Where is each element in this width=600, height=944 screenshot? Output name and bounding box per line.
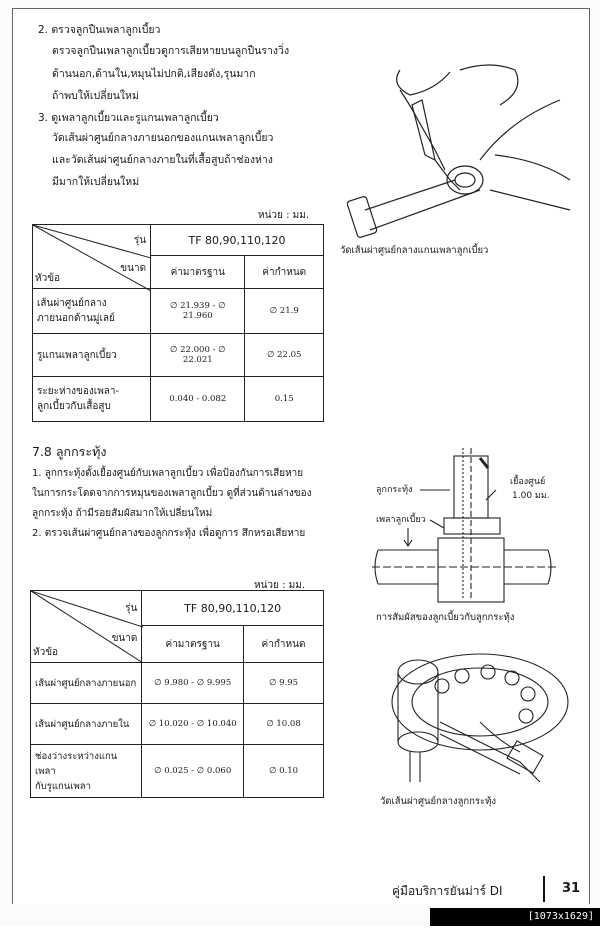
- table1-row1-limit: ∅ 21.9: [244, 288, 324, 334]
- table2-model-value: TF 80,90,110,120: [141, 590, 324, 626]
- table1-model-label: รุ่น: [133, 235, 147, 246]
- table2-row3-item: ช่องว่างระหว่างแกนเพลา กับรูแกนเพลา: [29, 744, 143, 798]
- footer-divider: [543, 876, 545, 902]
- item3-title: 3. ดูเพลาลูกเบี้ยวและรูแกนเพลาลูกเบี้ยว: [38, 112, 219, 124]
- table-row: เส้นผ่าศูนย์กลาง ภายนอกด้านมู่เลย์ ∅ 21.…: [31, 288, 324, 334]
- table2-row2-item: เส้นผ่าศูนย์กลางภายใน: [29, 703, 143, 745]
- item2-line3: ถ้าพบให้เปลี่ยนใหม่: [52, 90, 139, 102]
- table-row: ระยะห่างของเพลา- ลูกเบี้ยวกับเสื้อสูบ 0.…: [31, 376, 324, 422]
- table2-row2-limit: ∅ 10.08: [243, 703, 324, 745]
- tappet-measure-illustration: [391, 653, 569, 783]
- table2-unit: หน่วย : มม.: [254, 580, 305, 591]
- item3-line3: มีมากให้เปลี่ยนใหม่: [52, 176, 140, 188]
- table1-header-corner: รุ่น ขนาด หัวข้อ: [31, 224, 152, 291]
- table1-item-label: หัวข้อ: [35, 273, 61, 284]
- figure1-caption: วัดเส้นผ่าศูนย์กลางแกนเพลาลูกเบี้ยว: [340, 245, 489, 256]
- table2-row1-limit: ∅ 9.95: [243, 662, 324, 704]
- table2-row1-standard: ∅ 9.980 - ∅ 9.995: [141, 662, 245, 704]
- table1-row1-item: เส้นผ่าศูนย์กลาง ภายนอกด้านมู่เลย์: [31, 288, 152, 334]
- table2: รุ่น ขนาด หัวข้อ TF 80,90,110,120 ค่ามาต…: [29, 590, 324, 798]
- figure2-caption: การสัมผัสของลูกเบี้ยวกับลูกกระทุ้ง: [376, 612, 515, 623]
- table2-row2-standard: ∅ 10.020 - ∅ 10.040: [141, 703, 245, 745]
- table-row: เส้นผ่าศูนย์กลางภายนอก ∅ 9.980 - ∅ 9.995…: [29, 662, 324, 704]
- table2-row3-limit: ∅ 0.10: [243, 744, 324, 798]
- table1-row3-limit: 0.15: [244, 376, 324, 422]
- table1: รุ่น ขนาด หัวข้อ TF 80,90,110,120 ค่ามาต…: [31, 224, 324, 422]
- tappet-offset-diagram: [372, 448, 558, 603]
- item2-line2: ด้านนอก,ด้านใน,หมุนไม่ปกติ,เสียงดัง,รุนม…: [52, 68, 256, 80]
- item2-title: 2. ตรวจลูกปืนเพลาลูกเบี้ยว: [38, 24, 161, 36]
- label-camshaft: เพลาลูกเบี้ยว: [376, 515, 426, 525]
- table1-row3-item: ระยะห่างของเพลา- ลูกเบี้ยวกับเสื้อสูบ: [31, 376, 152, 422]
- figure3-caption: วัดเส้นผ่าศูนย์กลางลูกกระทุ้ง: [380, 796, 497, 807]
- table-row: ช่องว่างระหว่างแกนเพลา กับรูแกนเพลา ∅ 0.…: [29, 744, 324, 798]
- table1-row2-item: รูแกนเพลาลูกเบี้ยว: [31, 333, 152, 377]
- footer-title: คู่มือบริการยันม่าร์ DI: [392, 884, 503, 898]
- table2-header-corner: รุ่น ขนาด หัวข้อ: [29, 590, 143, 663]
- table1-row3-standard: 0.040 - 0.082: [150, 376, 246, 422]
- table2-size-label: ขนาด: [111, 633, 138, 644]
- item3-line1: วัดเส้นผ่าศูนย์กลางภายนอกของแกนเพลาลูกเบ…: [52, 132, 274, 144]
- table1-size-label: ขนาด: [120, 263, 147, 274]
- table-row: รูแกนเพลาลูกเบี้ยว ∅ 22.000 - ∅ 22.021 ∅…: [31, 333, 324, 377]
- table1-row2-limit: ∅ 22.05: [244, 333, 324, 377]
- table2-col-limit: ค่ากำหนด: [243, 625, 324, 663]
- table1-col-limit: ค่ากำหนด: [244, 255, 324, 289]
- table1-col-standard: ค่ามาตรฐาน: [150, 255, 246, 289]
- item3-line2: และวัดเส้นผ่าศูนย์กลางภายในที่เสื้อสูบถ้…: [52, 154, 273, 166]
- table1-row2-standard: ∅ 22.000 - ∅ 22.021: [150, 333, 246, 377]
- table2-item-label: หัวข้อ: [33, 647, 59, 658]
- label-offset: เยื้องศูนย์: [510, 477, 546, 487]
- table-row: เส้นผ่าศูนย์กลางภายใน ∅ 10.020 - ∅ 10.04…: [29, 703, 324, 745]
- page-number: 31: [562, 881, 581, 896]
- tappet-item1-line3: ลูกกระทุ้ง ถ้ามีรอยสัมผัสมากให้เปลี่ยนให…: [32, 508, 213, 519]
- table2-row1-item: เส้นผ่าศูนย์กลางภายนอก: [29, 662, 143, 704]
- table2-col-standard: ค่ามาตรฐาน: [141, 625, 245, 663]
- camshaft-measure-illustration: [346, 64, 571, 238]
- table1-unit: หน่วย : มม.: [258, 210, 309, 221]
- table2-row3-standard: ∅ 0.025 - ∅ 0.060: [141, 744, 245, 798]
- section-heading: 7.8 ลูกกระทุ้ง: [32, 444, 107, 459]
- tappet-item1-line1: 1. ลูกกระทุ้งตั้งเยื้องศูนย์กับเพลาลูกเบ…: [32, 468, 304, 479]
- table2-model-label: รุ่น: [125, 603, 138, 614]
- label-offset-value: 1.00 มม.: [512, 491, 550, 501]
- item2-line1: ตรวจลูกปืนเพลาลูกเบี้ยวดูการเสียหายบนลูก…: [52, 45, 290, 57]
- label-tappet: ลูกกระทุ้ง: [376, 485, 413, 495]
- tappet-item2-line1: 2. ตรวจเส้นผ่าศูนย์กลางของลูกกระทุ้ง เพื…: [32, 528, 306, 539]
- tappet-item1-line2: ในการกระโดดจากการหมุนของเพลาลูกเบี้ยว ดู…: [32, 488, 312, 499]
- table1-row1-standard: ∅ 21.939 - ∅ 21.960: [150, 288, 246, 334]
- image-host-link[interactable]: [1073x1629] https://upic.me/: [430, 908, 600, 940]
- table1-model-value: TF 80,90,110,120: [150, 224, 324, 256]
